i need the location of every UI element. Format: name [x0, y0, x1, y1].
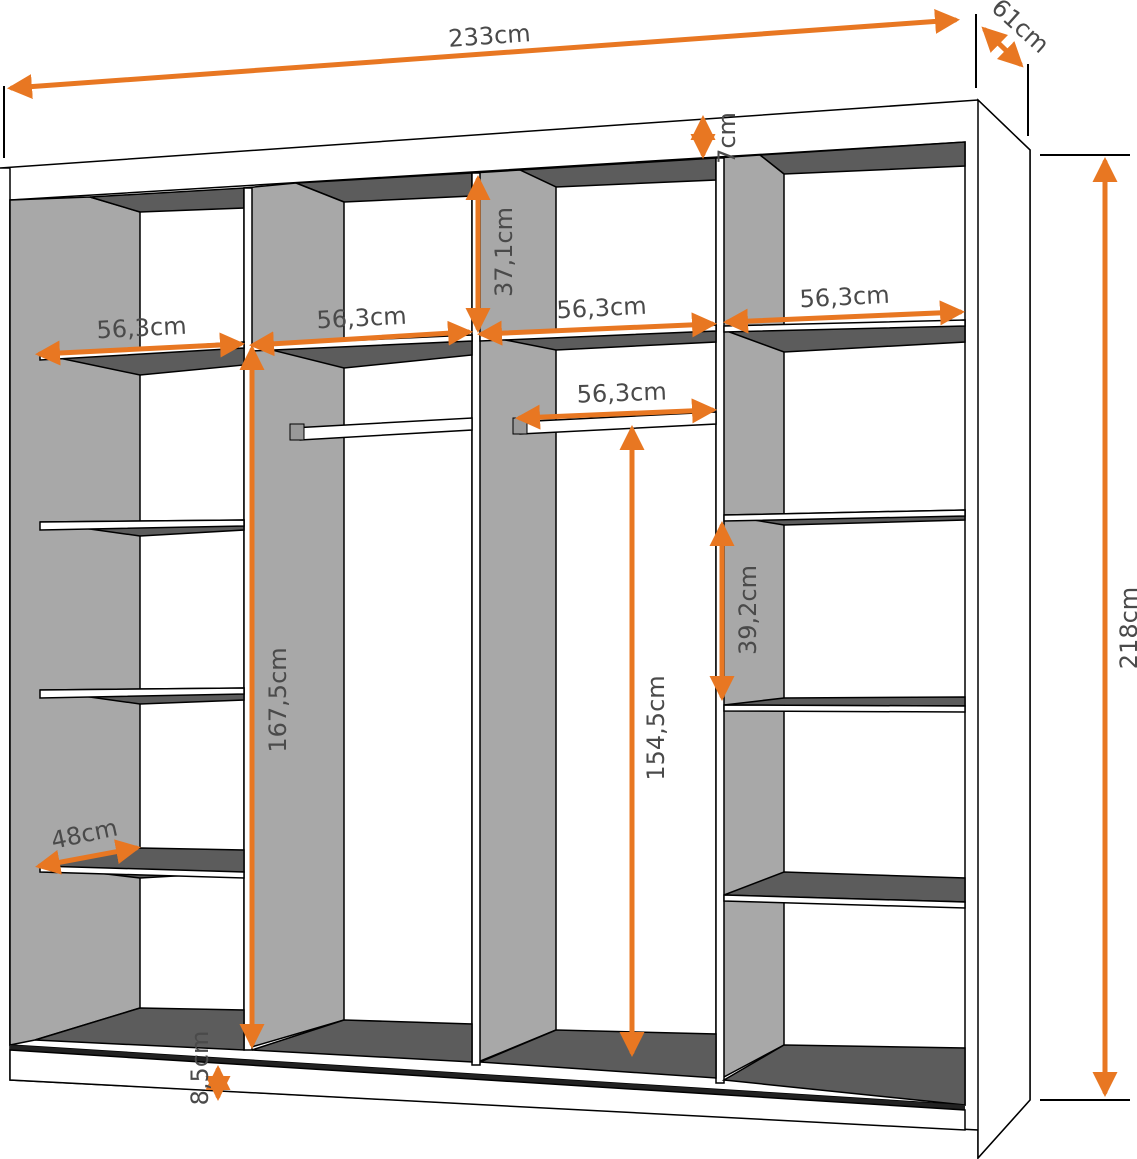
top-shelf-label: 37,1cm — [490, 207, 518, 297]
depth-label: 61cm — [986, 0, 1055, 59]
rail-width-line — [515, 398, 717, 430]
floor-2 — [251, 1019, 473, 1063]
shelf-width-label-2: 56,3cm — [316, 302, 407, 335]
shelf-depth-line — [35, 839, 141, 875]
right-side-panel — [977, 98, 1031, 1159]
shelf-width-line-2 — [249, 320, 473, 357]
center-hang-label: 154,5cm — [642, 675, 670, 780]
plinth — [9, 1049, 966, 1131]
height-label: 218cm — [1115, 587, 1137, 669]
plinth-label: 8,5cm — [186, 1031, 214, 1106]
shelf-width-line-1 — [35, 332, 245, 366]
floor-3 — [479, 1029, 717, 1079]
right-shelf-gap-label: 39,2cm — [734, 565, 762, 655]
shelf-width-line-3 — [477, 312, 717, 346]
shelf-width-line-4 — [723, 300, 965, 334]
floor-edge — [10, 1045, 965, 1110]
left-hang-label: 167,5cm — [264, 647, 292, 752]
reference-lines — [3, 14, 1130, 1101]
shelf-width-label-4: 56,3cm — [799, 281, 890, 314]
shelf-width-label-1: 56,3cm — [96, 312, 187, 345]
floor-4 — [721, 1044, 966, 1106]
dimension-labels: 233cm 61cm 218cm 7cm 37,1cm 56,3cm 56,3c… — [49, 0, 1137, 1105]
rail-width-label: 56,3cm — [576, 377, 667, 408]
top-gap-label: 7cm — [713, 112, 741, 164]
width-line — [7, 8, 960, 100]
width-label: 233cm — [447, 19, 531, 53]
divider-2-front — [471, 172, 481, 1066]
shelf-width-label-3: 56,3cm — [556, 292, 647, 325]
divider-2-side — [471, 169, 557, 1063]
depth-line — [981, 26, 1024, 68]
dimension-lines — [7, 8, 1118, 1101]
